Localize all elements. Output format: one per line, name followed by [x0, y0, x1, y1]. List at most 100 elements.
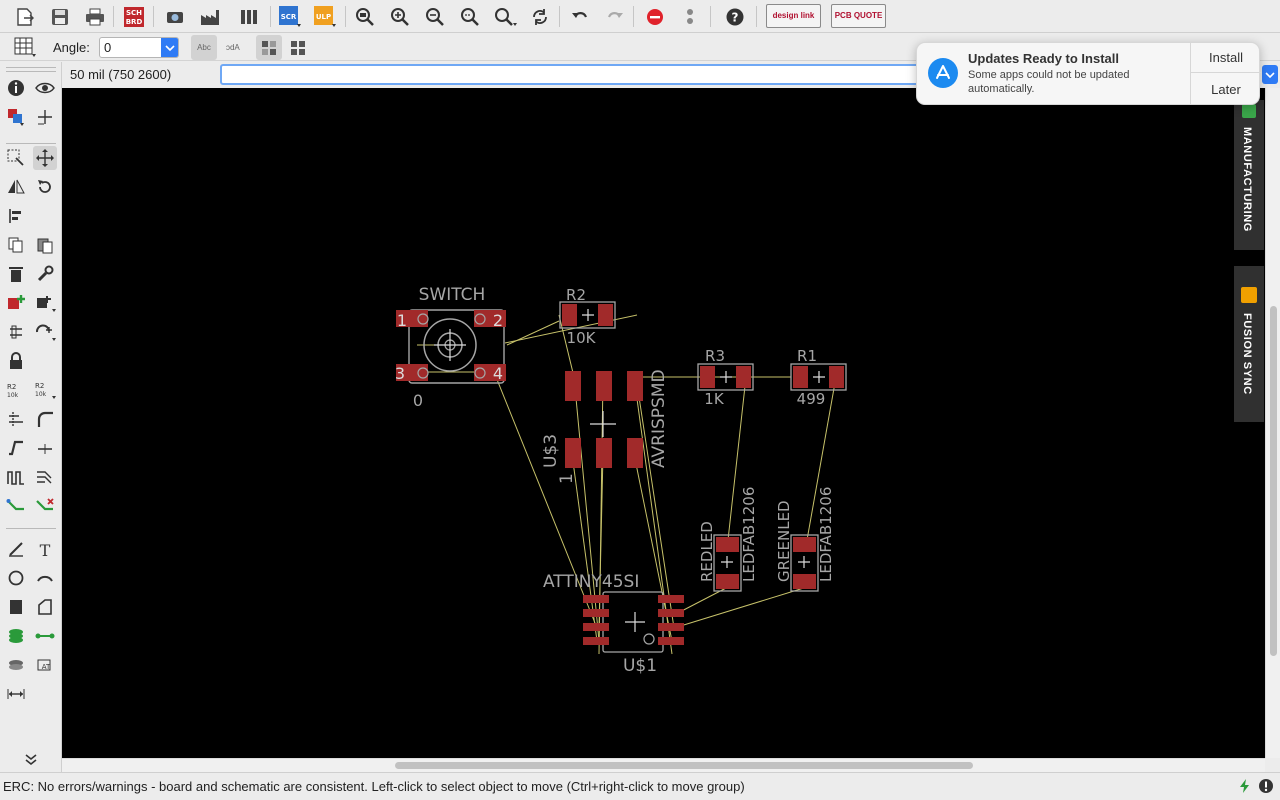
pad[interactable]: [658, 595, 684, 603]
stop-icon[interactable]: [642, 4, 668, 29]
ripup-icon[interactable]: [33, 494, 57, 518]
route-multiple-icon[interactable]: [33, 465, 57, 489]
miter-icon[interactable]: [33, 407, 57, 431]
paste-icon[interactable]: [33, 233, 57, 257]
pad[interactable]: [596, 438, 612, 468]
chevron-down-icon[interactable]: [161, 38, 178, 57]
tab-fusion-sync[interactable]: FUSION SYNC: [1234, 266, 1264, 422]
part-r1[interactable]: R1 499: [790, 347, 847, 408]
pad[interactable]: [829, 366, 844, 388]
command-history-chevron-icon[interactable]: [1262, 65, 1278, 84]
zoom-area-icon[interactable]: [492, 4, 518, 29]
pad[interactable]: [658, 637, 684, 645]
replace-icon[interactable]: [33, 291, 57, 315]
save-icon[interactable]: [47, 4, 73, 29]
zoom-select-icon[interactable]: [457, 4, 483, 29]
layout-mode-1-icon[interactable]: [256, 35, 282, 60]
script-icon[interactable]: SCR: [277, 4, 303, 29]
text-icon[interactable]: T: [33, 537, 57, 561]
pad[interactable]: [565, 438, 581, 468]
pad[interactable]: [627, 438, 643, 468]
pad[interactable]: [793, 574, 816, 589]
grid-icon[interactable]: [12, 34, 38, 59]
pad[interactable]: [627, 371, 643, 401]
info-icon[interactable]: [4, 76, 28, 100]
layout-mode-2-icon[interactable]: [285, 35, 311, 60]
pad[interactable]: [716, 537, 739, 552]
horizontal-scroll-thumb[interactable]: [395, 762, 973, 769]
arc-icon[interactable]: [33, 566, 57, 590]
pad[interactable]: [793, 537, 816, 552]
later-button[interactable]: Later: [1211, 81, 1241, 97]
via-icon[interactable]: [4, 624, 28, 648]
pcb-quote-button[interactable]: PCB QUOTE: [831, 4, 886, 28]
pad[interactable]: [658, 609, 684, 617]
part-r3[interactable]: R3 1K: [697, 347, 754, 408]
redraw-icon[interactable]: [527, 4, 553, 29]
lightning-icon[interactable]: [1238, 778, 1252, 797]
lock-icon[interactable]: [4, 349, 28, 373]
optimize-icon[interactable]: [4, 436, 28, 460]
pad[interactable]: [716, 574, 739, 589]
help-icon[interactable]: ?: [722, 4, 748, 29]
rotate-icon[interactable]: [33, 175, 57, 199]
part-switch[interactable]: SWITCH 1 2 3 4 0: [395, 285, 506, 410]
board-canvas[interactable]: SWITCH 1 2 3 4 0: [62, 88, 1265, 758]
horizontal-scrollbar[interactable]: [62, 758, 1265, 772]
pad[interactable]: [700, 366, 715, 388]
meander-icon[interactable]: [4, 465, 28, 489]
split-icon[interactable]: [4, 407, 28, 431]
open-icon[interactable]: [13, 4, 39, 29]
pad[interactable]: [736, 366, 751, 388]
rectangle-icon[interactable]: [4, 595, 28, 619]
text-mirrored-button[interactable]: Abc: [220, 35, 246, 60]
vertical-scrollbar[interactable]: [1265, 88, 1280, 758]
add-icon[interactable]: [4, 291, 28, 315]
pad[interactable]: [658, 623, 684, 631]
layer-display-icon[interactable]: [4, 105, 28, 129]
pad[interactable]: [583, 609, 609, 617]
part-avrisp-header[interactable]: AVRISPSMD U$3 1: [541, 369, 669, 484]
pad[interactable]: [565, 371, 581, 401]
cam-icon[interactable]: [162, 4, 188, 29]
library-icon[interactable]: [237, 4, 263, 29]
zoom-in-icon[interactable]: [387, 4, 413, 29]
route-icon[interactable]: [4, 494, 28, 518]
circle-icon[interactable]: [4, 566, 28, 590]
pad[interactable]: [596, 371, 612, 401]
signal-icon[interactable]: [33, 624, 57, 648]
delete-icon[interactable]: [4, 262, 28, 286]
go-icon[interactable]: [677, 4, 703, 29]
vertical-scroll-thumb[interactable]: [1270, 306, 1277, 656]
show-icon[interactable]: [33, 76, 57, 100]
dimension-icon[interactable]: [4, 682, 28, 706]
text-upright-button[interactable]: Abc: [191, 35, 217, 60]
pcb-layout[interactable]: SWITCH 1 2 3 4 0: [62, 88, 1265, 758]
design-link-button[interactable]: design link: [766, 4, 821, 28]
tab-manufacturing[interactable]: MANUFACTURING: [1234, 100, 1264, 250]
warning-icon[interactable]: [1258, 778, 1274, 797]
align-icon[interactable]: [4, 204, 28, 228]
part-r2[interactable]: R2 10K: [559, 286, 616, 347]
group-icon[interactable]: [4, 146, 28, 170]
zoom-out-icon[interactable]: [422, 4, 448, 29]
slice-icon[interactable]: [33, 436, 57, 460]
smash-icon[interactable]: [33, 320, 57, 344]
undo-icon[interactable]: [567, 4, 593, 29]
pad[interactable]: [793, 366, 808, 388]
wire-icon[interactable]: [4, 537, 28, 561]
mark-icon[interactable]: [33, 105, 57, 129]
swap-icon[interactable]: [4, 320, 28, 344]
copy-icon[interactable]: [4, 233, 28, 257]
pad[interactable]: [583, 595, 609, 603]
pad[interactable]: [583, 637, 609, 645]
part-greenled[interactable]: GREENLED LEDFAB1206: [775, 487, 835, 592]
zoom-fit-icon[interactable]: [352, 4, 378, 29]
change-icon[interactable]: [33, 262, 57, 286]
part-attiny45[interactable]: ATTINY45SI U$1: [543, 572, 684, 676]
ulp-icon[interactable]: ULP: [312, 4, 338, 29]
pad[interactable]: [583, 623, 609, 631]
